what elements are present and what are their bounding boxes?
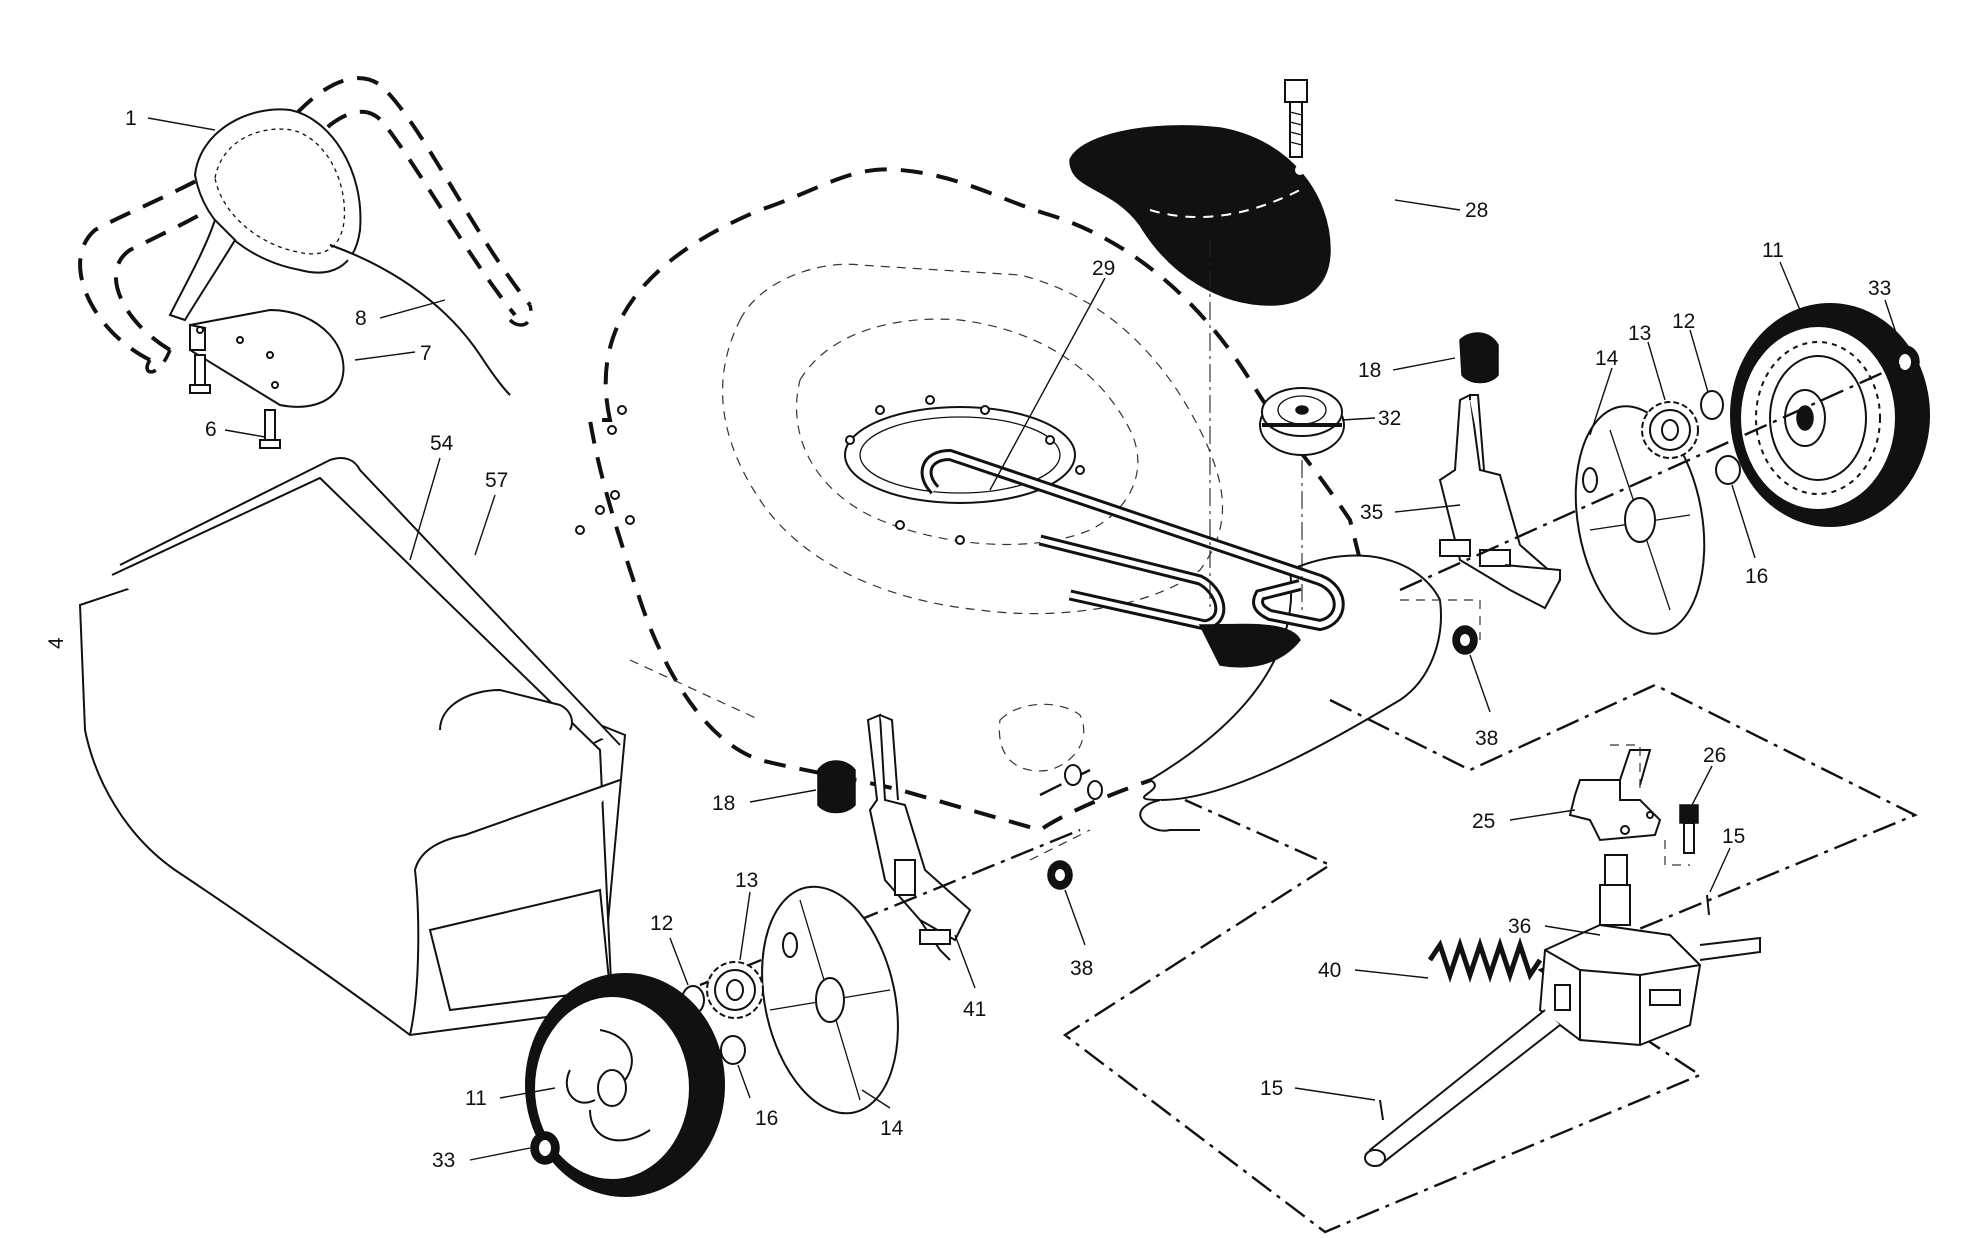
callouts: 1 8 7 6 54 57 4 29 28 18 32 35 14 (45, 107, 1901, 1172)
screws (189, 354, 281, 449)
callout-label: 13 (1628, 322, 1651, 345)
callout-label: 8 (355, 307, 367, 330)
bracket-bolt (1679, 804, 1699, 854)
callout-label: 7 (420, 342, 432, 365)
callout-label: 35 (1360, 501, 1383, 524)
transmission-bracket (1568, 749, 1662, 842)
callout-label: 25 (1472, 810, 1495, 833)
retaining-ring-rear (1700, 390, 1724, 420)
height-adjuster-rear-right (1438, 393, 1562, 610)
transmission (1364, 854, 1761, 1167)
callout-label: 36 (1508, 915, 1531, 938)
wheel-nut-front (530, 1131, 560, 1165)
callout-label: 28 (1465, 199, 1488, 222)
callout-label: 1 (125, 107, 137, 130)
wheel-hubcap-front (761, 885, 899, 1115)
callout-label: 33 (432, 1149, 455, 1172)
callout-label: 41 (963, 998, 986, 1021)
grass-catcher (78, 457, 627, 1037)
washer-front (720, 1035, 746, 1065)
wheel-front (525, 973, 725, 1197)
callout-label: 12 (650, 912, 673, 935)
drive-belt (920, 448, 1345, 668)
wheel-nut-rear (1890, 345, 1920, 379)
drive-spring (1427, 937, 1543, 983)
callout-label: 40 (1318, 959, 1341, 982)
cover-bolt (1284, 79, 1308, 158)
roll-pin-upper (1706, 894, 1710, 916)
callout-label: 57 (485, 469, 508, 492)
callout-label: 29 (1092, 257, 1115, 280)
nut-lower (1047, 860, 1073, 890)
belt-cover (1069, 125, 1331, 306)
wheel-hubcap-rear (1574, 405, 1706, 635)
height-adjuster-front (866, 713, 972, 961)
drive-gear-front (706, 961, 764, 1019)
callout-label: 33 (1868, 277, 1891, 300)
callout-label: 18 (712, 792, 735, 815)
roll-pin-lower (1379, 1099, 1384, 1121)
deck-rear-housing (1139, 554, 1442, 832)
callout-label: 14 (880, 1117, 904, 1140)
callout-label: 12 (1672, 310, 1695, 333)
callout-label: 13 (735, 869, 758, 892)
callout-label: 14 (1595, 347, 1619, 370)
nut-upper (1452, 625, 1478, 655)
wheel-rear (1730, 303, 1930, 527)
lever-knob-rear (1459, 332, 1499, 384)
callout-label: 32 (1378, 407, 1401, 430)
callout-label: 26 (1703, 744, 1726, 767)
washer-rear (1715, 455, 1741, 485)
pulley (1259, 387, 1345, 456)
callout-label: 15 (1260, 1077, 1283, 1100)
callout-label: 4 (45, 637, 68, 649)
handle-grip-cover (168, 108, 362, 322)
callout-label: 18 (1358, 359, 1381, 382)
callout-label: 16 (755, 1107, 778, 1130)
callout-label: 54 (430, 432, 454, 455)
callout-label: 6 (205, 418, 217, 441)
handle-bracket (189, 308, 345, 408)
callout-label: 11 (465, 1087, 487, 1110)
callout-label: 16 (1745, 565, 1768, 588)
deck-holes (575, 395, 1085, 545)
lever-knob-front (817, 760, 856, 814)
callout-label: 38 (1070, 957, 1093, 980)
drive-gear-rear (1641, 401, 1699, 459)
callout-label: 11 (1762, 239, 1784, 262)
callout-label: 15 (1722, 825, 1745, 848)
callout-label: 38 (1475, 727, 1498, 750)
